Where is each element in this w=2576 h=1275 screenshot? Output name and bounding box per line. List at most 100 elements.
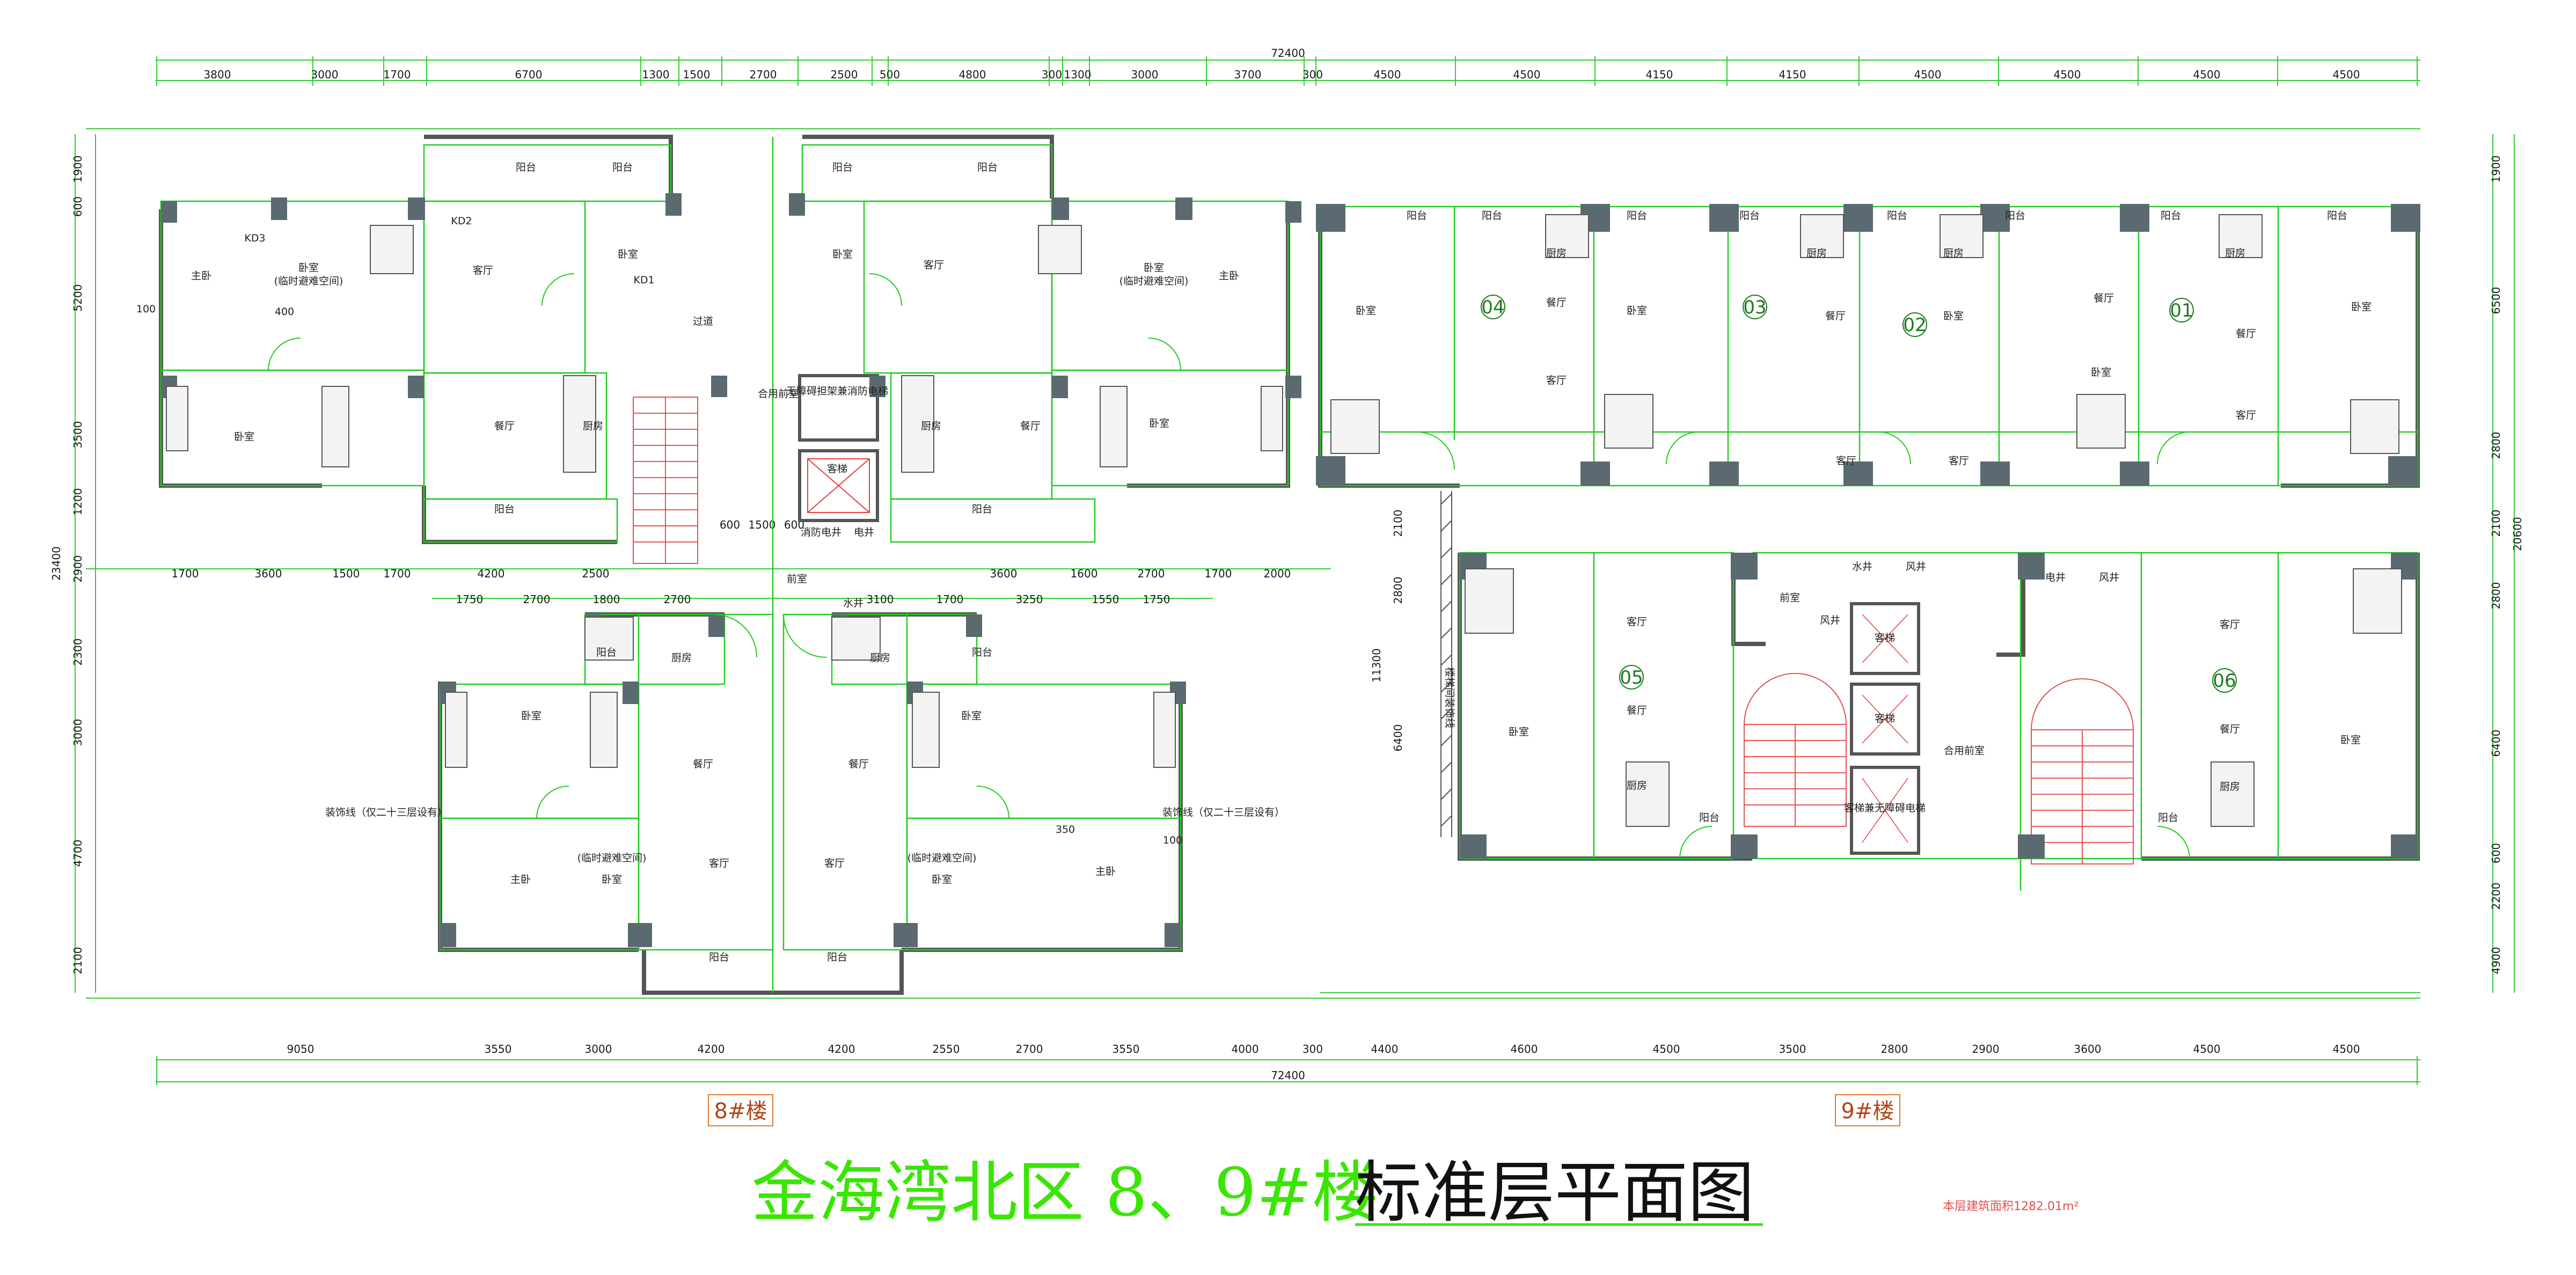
room-label: 餐厅 xyxy=(494,420,515,432)
room-label: 阳台 xyxy=(832,162,853,173)
building-8-room-labels: 阳台 阳台 阳台 阳台 主卧 卧室 客厅 卧室 卧室 客厅 卧室 主卧 卧室 餐… xyxy=(191,162,1239,963)
note-label: (临时避难空间) xyxy=(577,852,647,864)
note-label: 装饰线（仅二十三层设有） xyxy=(325,807,448,818)
top-dim-1: 3000 xyxy=(311,68,339,81)
top-dim-16: 4500 xyxy=(1513,68,1541,81)
door-swing-icon xyxy=(268,273,1181,819)
dimension-ticks xyxy=(156,56,2418,1085)
room-label: 卧室 xyxy=(521,710,541,722)
bottom-dim-6: 2700 xyxy=(1016,1043,1043,1056)
room-label: 风井 xyxy=(1906,561,1926,573)
room-label: 卧室 xyxy=(602,874,622,885)
elevator-icon xyxy=(798,374,879,522)
room-label: 阳台 xyxy=(2005,210,2025,222)
room-label: 卧室 xyxy=(2340,734,2361,746)
mid-dim-2: 1500 xyxy=(333,567,360,580)
bottom-dim-4: 4200 xyxy=(828,1043,855,1056)
room-label: 客梯 xyxy=(827,463,847,475)
room-label: 卧室 xyxy=(2351,301,2372,313)
right-dim-8: 4900 xyxy=(2490,947,2502,974)
right-dim-2: 2800 xyxy=(2490,432,2502,459)
top-dim-2: 1700 xyxy=(384,68,411,81)
left-dim-8: 4700 xyxy=(71,840,84,867)
building-9-inner-dims: 2100 2800 6400 11300 xyxy=(1370,510,1404,752)
unit-numbers: 04 03 02 01 05 06 xyxy=(1481,295,2237,693)
room-label: 阳台 xyxy=(972,647,992,658)
top-dim-6: 2700 xyxy=(750,68,777,81)
right-dim-3: 2100 xyxy=(2490,510,2502,537)
note-label: 装饰线（仅二十三层设有） xyxy=(1162,807,1285,818)
top-dim-4: 1300 xyxy=(642,68,670,81)
room-label: 水井 xyxy=(843,597,863,609)
room-label: 阳台 xyxy=(2161,210,2181,222)
room-label: 阳台 xyxy=(827,951,847,963)
room-label: 客厅 xyxy=(824,858,845,869)
room-label: 楼梯间装饰线 xyxy=(1444,667,1455,728)
left-overall-height: 23400 xyxy=(50,546,63,581)
room-label: 风井 xyxy=(1820,614,1840,626)
bottom-dim-11: 4600 xyxy=(1511,1043,1538,1056)
bottom-dim-5: 2550 xyxy=(933,1043,960,1056)
unit-number: 02 xyxy=(1903,314,1926,336)
bottom-dim-8: 4000 xyxy=(1232,1043,1259,1056)
bottom-dim-0: 9050 xyxy=(287,1043,314,1056)
top-dim-15: 4500 xyxy=(1374,68,1401,81)
room-label: 卧室 xyxy=(832,248,853,260)
room-label: 主卧 xyxy=(1219,270,1239,282)
left-dim-0: 1900 xyxy=(71,156,84,183)
room-label: 餐厅 xyxy=(1825,310,1846,322)
mid2-dim-7: 1550 xyxy=(1092,593,1119,606)
mid-dim-9: 3600 xyxy=(990,567,1018,580)
room-label: 阳台 xyxy=(1739,210,1760,222)
top-dim-17: 4150 xyxy=(1646,68,1673,81)
left-dim-3: 3500 xyxy=(71,421,84,449)
room-label: 餐厅 xyxy=(2236,328,2256,340)
note-label: 400 xyxy=(275,306,294,318)
room-label: 厨房 xyxy=(1546,247,1567,259)
building-8-notes: (临时避难空间) (临时避难空间) (临时避难空间) (临时避难空间) 装饰线（… xyxy=(136,215,1285,864)
door-swing-icon xyxy=(1416,431,2190,859)
stair-icon xyxy=(1744,673,2134,864)
bottom-dim-17: 4500 xyxy=(2193,1043,2221,1056)
building-9-tag: 9#楼 xyxy=(1841,1099,1894,1124)
left-dim-4: 1200 xyxy=(71,488,84,516)
top-dim-12: 3000 xyxy=(1131,68,1159,81)
building-tags: 8#楼 9#楼 xyxy=(708,1094,1900,1126)
room-label: 阳台 xyxy=(1699,812,1719,824)
right-overall-height: 20600 xyxy=(2511,517,2524,551)
inner-dim: 2100 xyxy=(1392,510,1404,537)
note-label: 100 xyxy=(1163,834,1182,846)
mid-dim-5: 2500 xyxy=(582,567,610,580)
room-label: 主卧 xyxy=(191,270,211,282)
room-label: 客厅 xyxy=(1627,616,1647,628)
right-dim-5: 6400 xyxy=(2490,730,2502,757)
note-label: 350 xyxy=(1056,824,1075,836)
room-label: 阳台 xyxy=(494,503,515,515)
bottom-dim-2: 3000 xyxy=(585,1043,612,1056)
unit-number: 03 xyxy=(1743,297,1766,318)
room-label: 厨房 xyxy=(870,652,890,664)
building-9-plan: 04 03 02 01 05 06 阳台 阳台 阳台 阳台 阳台 阳台 阳台 阳… xyxy=(1316,204,2420,891)
mid-dimension-labels: 1700 3600 1500 1700 4200 2500 600 1500 6… xyxy=(172,518,1291,606)
bottom-dim-12: 4500 xyxy=(1653,1043,1680,1056)
bottom-dim-14: 2800 xyxy=(1881,1043,1908,1056)
top-dim-8: 500 xyxy=(880,68,900,81)
left-dim-2: 5200 xyxy=(71,284,84,312)
top-dim-3: 6700 xyxy=(515,68,543,81)
room-label: 消防电井 xyxy=(801,526,841,538)
top-dim-18: 4150 xyxy=(1779,68,1806,81)
bottom-dim-18: 4500 xyxy=(2333,1043,2360,1056)
room-label: 厨房 xyxy=(2220,781,2240,793)
mid-dim-0: 1700 xyxy=(172,567,199,580)
room-label: 厨房 xyxy=(2225,247,2245,259)
room-label: 餐厅 xyxy=(848,758,869,770)
room-label: 阳台 xyxy=(1887,210,1907,222)
toilet-icon xyxy=(1330,214,2402,827)
mid2-dim-5: 1700 xyxy=(936,593,964,606)
mid-dim-6: 600 xyxy=(720,518,740,531)
mid2-dim-3: 2700 xyxy=(664,593,691,606)
mid-dim-13: 2000 xyxy=(1264,567,1291,580)
building-8-tag: 8#楼 xyxy=(714,1099,767,1124)
unit-number: 05 xyxy=(1620,667,1643,688)
room-label: 厨房 xyxy=(1806,247,1827,259)
